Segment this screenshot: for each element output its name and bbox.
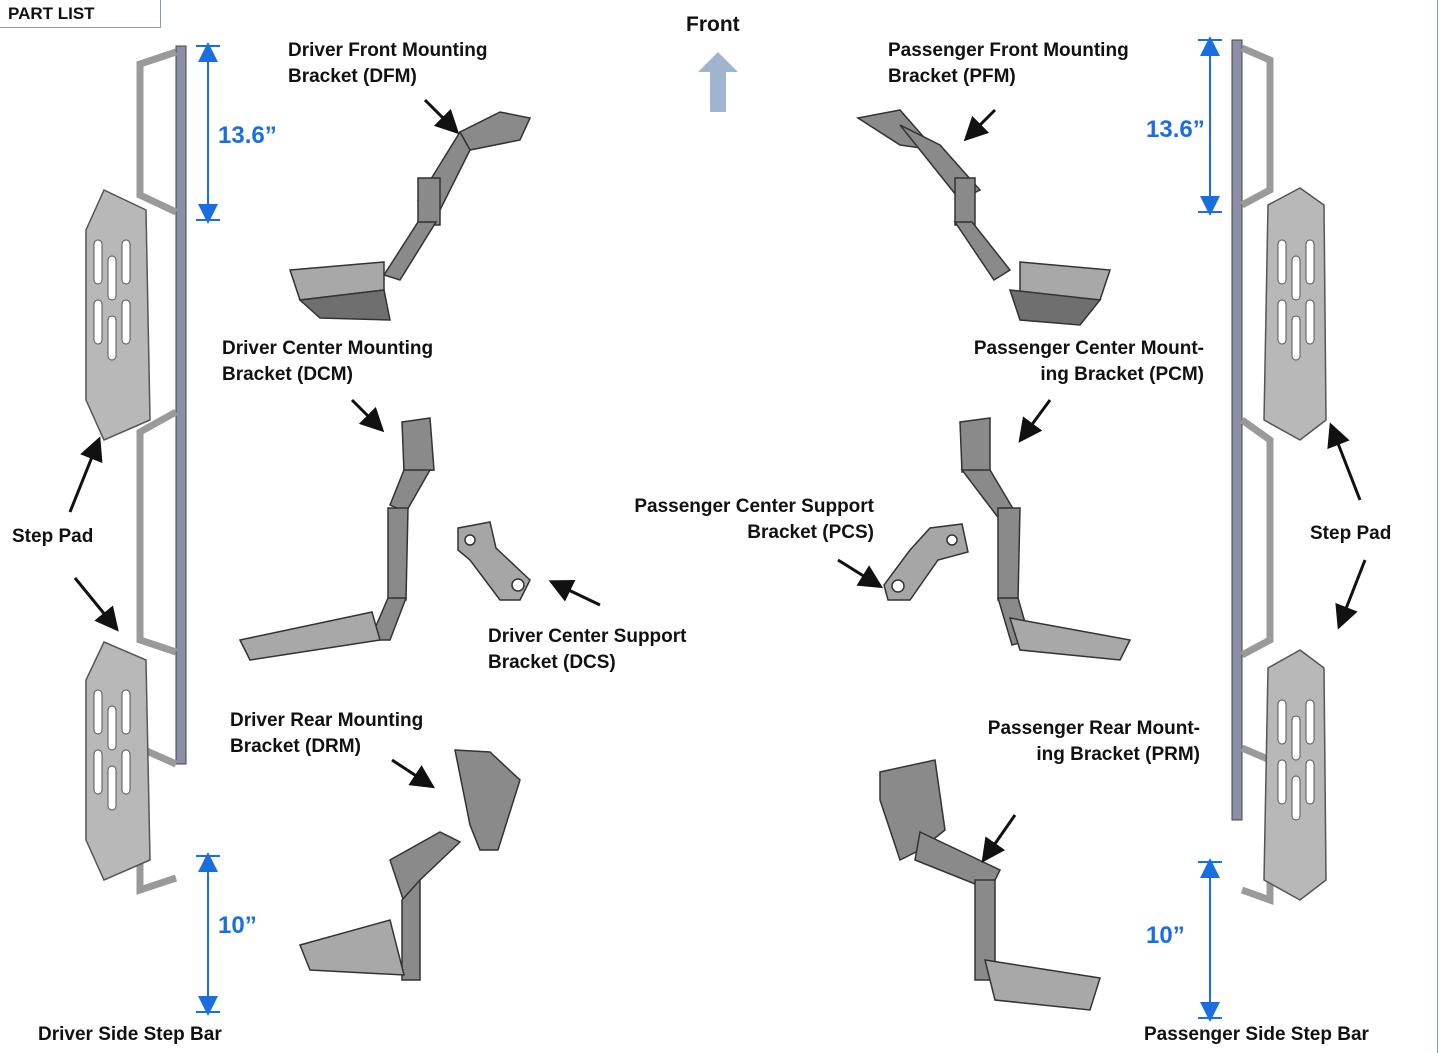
part-list-tab: PART LIST (0, 0, 161, 28)
drm-bracket (298, 749, 521, 981)
passenger-bar-label: Passenger Side Step Bar (1144, 1024, 1369, 1045)
passenger-top-dimension: 13.6” (1146, 116, 1205, 143)
frame-border (1437, 0, 1438, 1053)
passenger-step-bar (1231, 39, 1327, 905)
dcs-label-line2: Bracket (DCS) (488, 652, 616, 673)
driver-top-dimension-line (196, 42, 220, 224)
dcs-bracket (457, 521, 531, 601)
prm-bracket (879, 759, 1101, 1011)
passenger-step-pad-bottom (1263, 649, 1327, 901)
passenger-step-pad-top (1263, 187, 1327, 441)
dcm-label: Driver Center Mounting Bracket (DCM) (222, 336, 433, 388)
callout-arrows (68, 98, 1367, 863)
passenger-bottom-dimension: 10” (1146, 922, 1185, 949)
driver-bar-label: Driver Side Step Bar (38, 1024, 222, 1045)
prm-label-line2: ing Bracket (PRM) (1036, 744, 1200, 765)
dcm-label-line2: Bracket (DCM) (222, 364, 353, 385)
prm-label: Passenger Rear Mount- ing Bracket (PRM) (954, 716, 1200, 768)
dcm-label-line1: Driver Center Mounting (222, 338, 434, 359)
dcm-bracket (238, 417, 435, 661)
pcm-label: Passenger Center Mount- ing Bracket (PCM… (942, 336, 1204, 388)
driver-step-pad-top (85, 188, 151, 441)
front-label: Front (686, 13, 740, 36)
passenger-top-dimension-line (1198, 36, 1222, 216)
dfm-label: Driver Front Mounting Bracket (DFM) (288, 38, 487, 90)
driver-step-pad-bottom (85, 641, 151, 881)
passenger-bottom-dimension-line (1198, 858, 1222, 1022)
pcm-label-line1: Passenger Center Mount- (973, 338, 1204, 359)
pfm-bracket (856, 109, 1112, 326)
dcs-label-line1: Driver Center Support (488, 626, 687, 647)
pfm-label-line2: Bracket (PFM) (888, 66, 1016, 87)
pcs-label-line2: Bracket (PCS) (747, 522, 874, 543)
pcm-label-line2: ing Bracket (PCM) (1040, 364, 1204, 385)
dfm-bracket (288, 111, 532, 321)
dfm-label-line2: Bracket (DFM) (288, 66, 417, 87)
pfm-label: Passenger Front Mounting Bracket (PFM) (888, 38, 1129, 90)
pcs-label-line1: Passenger Center Support (634, 496, 874, 517)
pfm-label-line1: Passenger Front Mounting (888, 40, 1129, 61)
pcm-bracket (959, 417, 1132, 661)
front-arrow-icon (698, 52, 738, 112)
dfm-label-line1: Driver Front Mounting (288, 40, 488, 61)
driver-bottom-dimension-line (196, 852, 220, 1016)
driver-bottom-dimension: 10” (218, 912, 257, 939)
drm-label-line1: Driver Rear Mounting (230, 710, 424, 731)
drm-label: Driver Rear Mounting Bracket (DRM) (230, 708, 423, 760)
driver-step-pad-label: Step Pad (12, 526, 94, 547)
driver-step-bar (85, 45, 187, 895)
prm-label-line1: Passenger Rear Mount- (987, 718, 1200, 739)
dcs-label: Driver Center Support Bracket (DCS) (488, 624, 686, 676)
pcs-bracket (883, 523, 969, 601)
drm-label-line2: Bracket (DRM) (230, 736, 361, 757)
driver-top-dimension: 13.6” (218, 122, 277, 149)
passenger-step-pad-label: Step Pad (1310, 523, 1392, 544)
pcs-label: Passenger Center Support Bracket (PCS) (596, 494, 874, 546)
